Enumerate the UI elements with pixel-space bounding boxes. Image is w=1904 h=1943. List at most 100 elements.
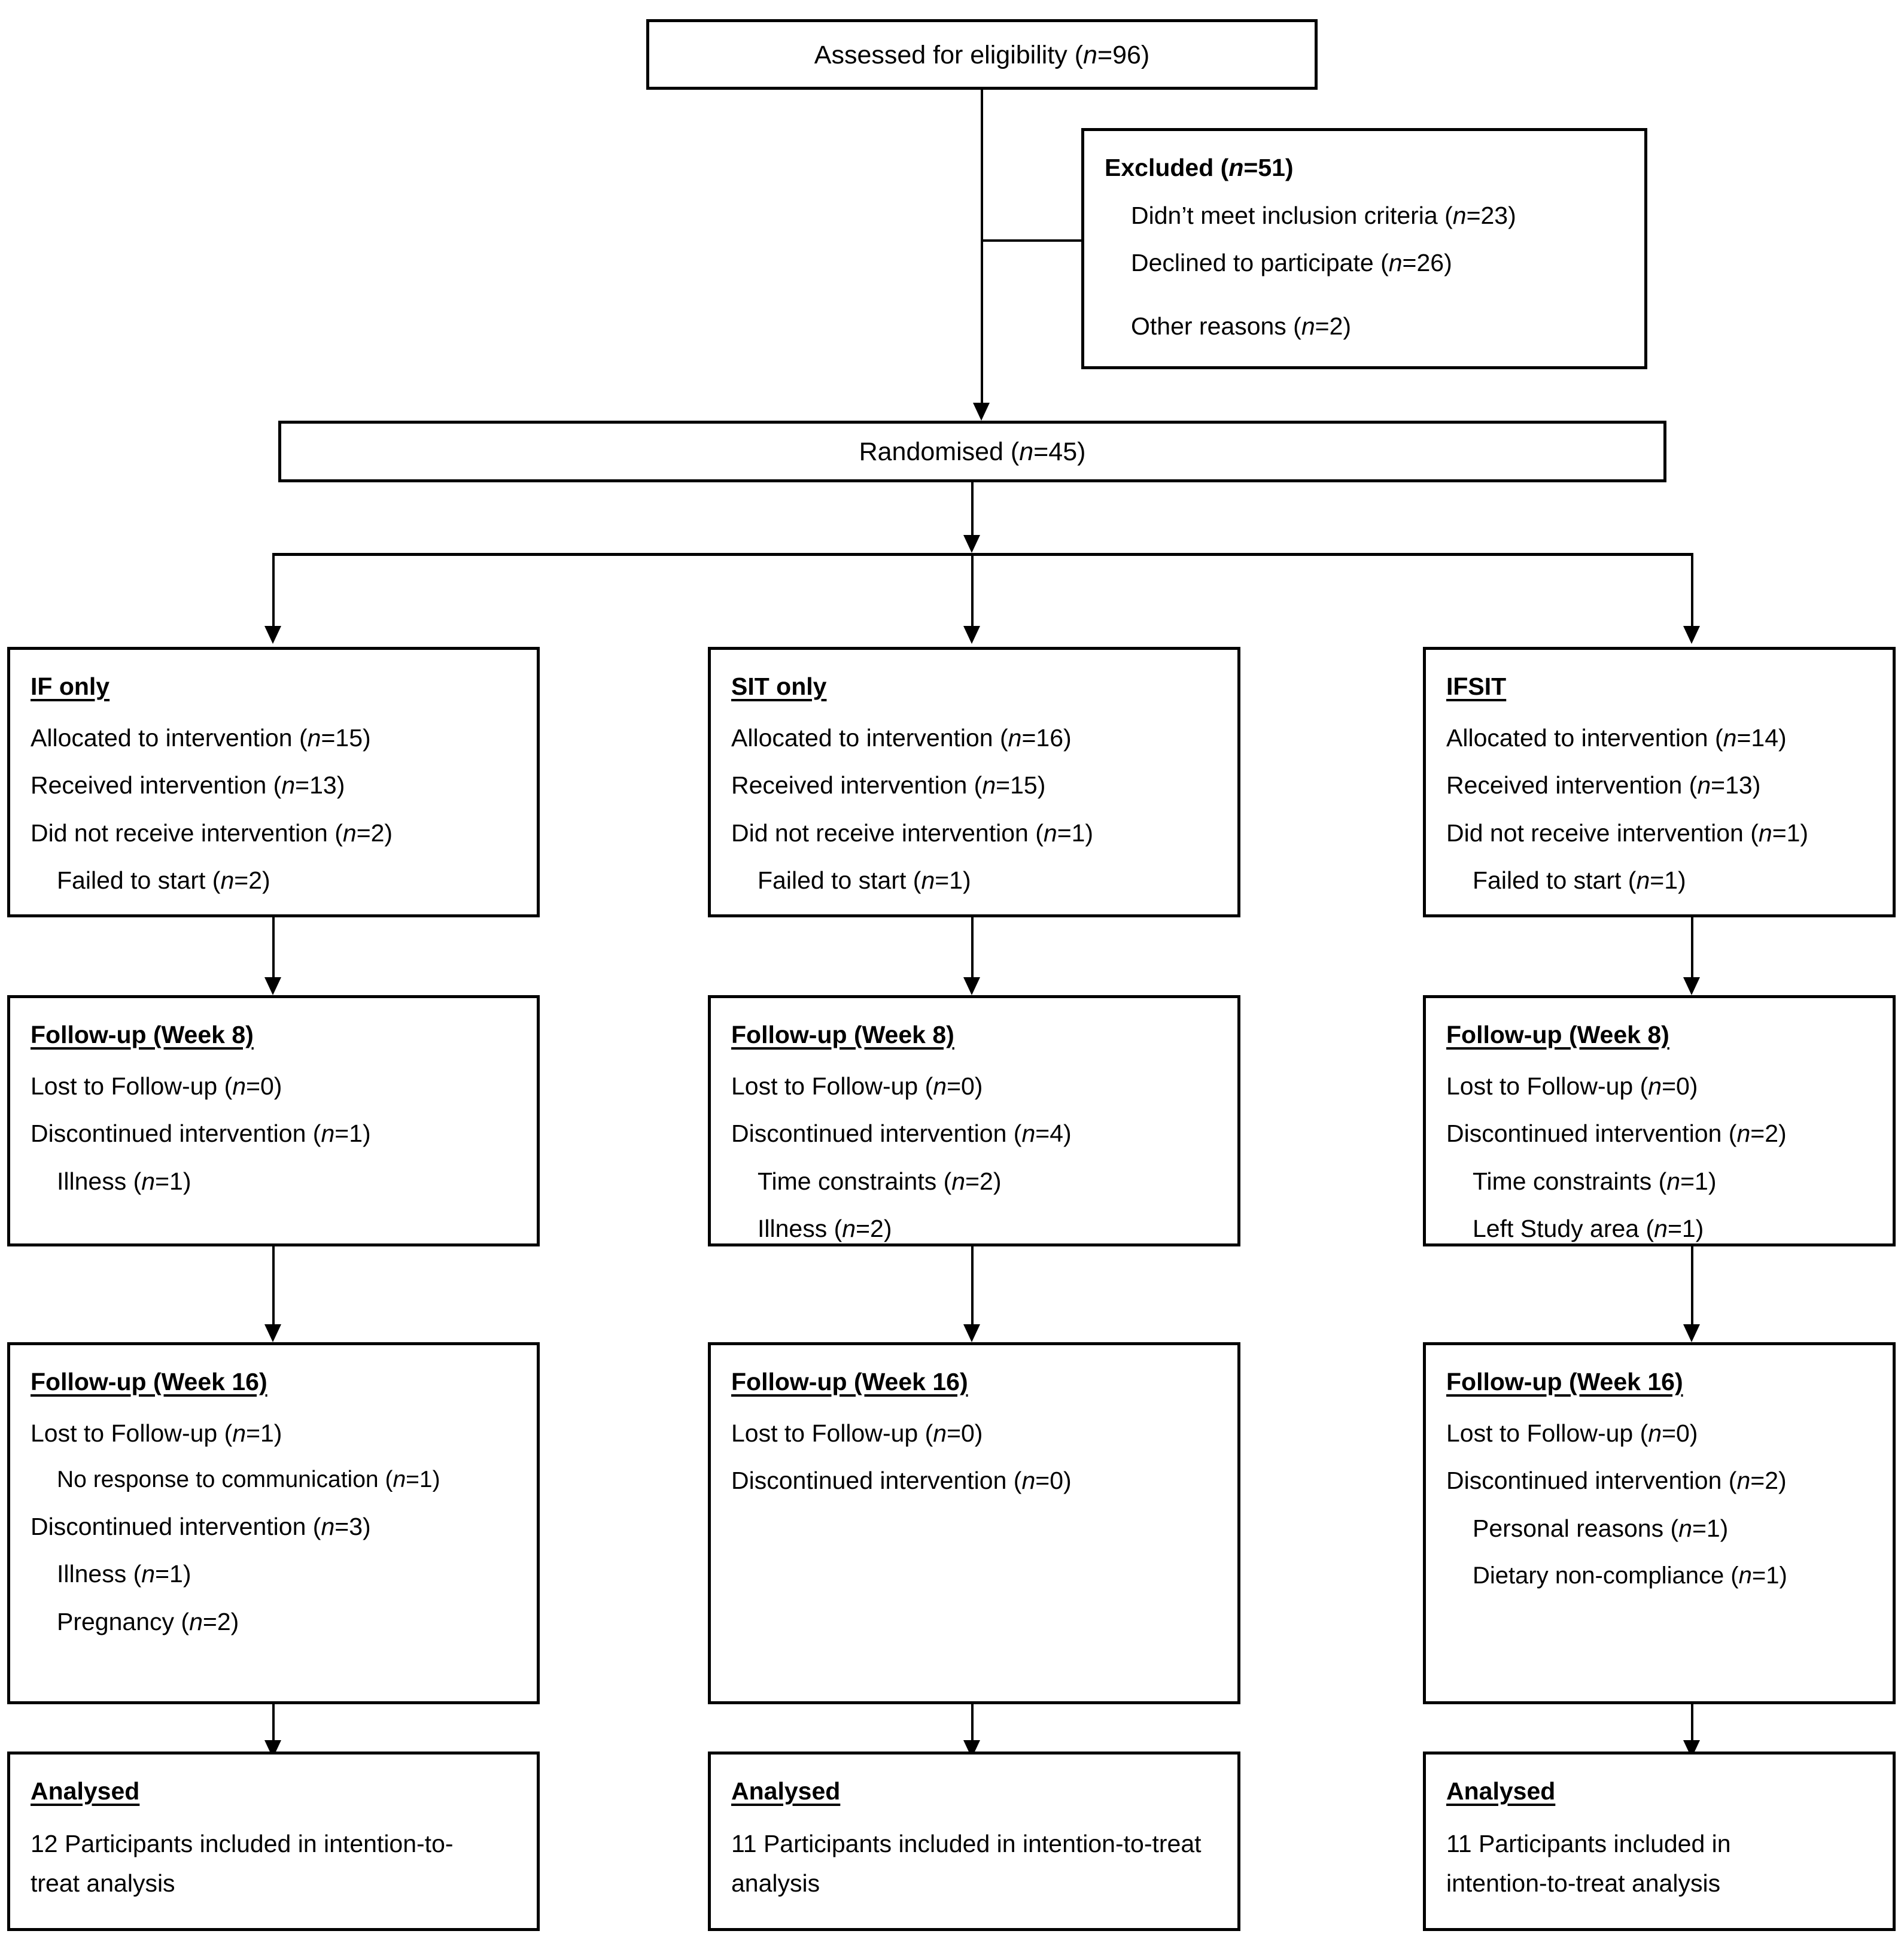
connector-arm3-alloc-to-week8 (1691, 917, 1693, 977)
arm-if-only-week16-box: Follow-up (Week 16) Lost to Follow-up (n… (7, 1342, 540, 1704)
arm-ifsit-week8-box: Follow-up (Week 8) Lost to Follow-up (n=… (1423, 995, 1896, 1246)
arm-if-only-week8-line-1: Discontinued intervention (n=1) (31, 1120, 371, 1148)
n-italic: n (141, 1167, 156, 1195)
arm-if-only-allocation-line-1: Received intervention (n=13) (31, 771, 345, 799)
arm-sit-only-week8-line-2: Time constraints (n=2) (758, 1167, 1002, 1195)
n-italic: n (321, 1120, 335, 1148)
arm-ifsit-analysed-box: Analysed 11 Participants included in int… (1423, 1752, 1896, 1931)
n-italic: n (189, 1607, 203, 1635)
arm-if-only-analysed-box: Analysed 12 Participants included in int… (7, 1752, 540, 1931)
arm-if-only-analysed-text: 12 Participants included in intention-to… (31, 1829, 454, 1897)
arrowhead-arm3-week8-to-week16 (1683, 1324, 1700, 1342)
arrowhead-branch-to-arm3 (1683, 626, 1700, 644)
allocation-branch-bar (272, 553, 1693, 556)
excluded-reason-2: Other reasons (n=2) (1131, 312, 1352, 340)
n-italic: n (933, 1419, 947, 1447)
n-italic: n (1736, 1467, 1751, 1495)
excluded-box: Excluded (n=51) Didn’t meet inclusion cr… (1081, 128, 1647, 369)
excluded-heading: Excluded (n=51) (1105, 154, 1294, 181)
arm-if-only-week16-line-2: Discontinued intervention (n=3) (31, 1512, 371, 1540)
connector-arm1-week8-to-week16 (272, 1246, 275, 1324)
n-italic: n (1452, 201, 1467, 229)
n-italic: n (1021, 1120, 1036, 1148)
connector-trunk-to-excluded (981, 239, 1081, 242)
arm-if-only-week16-line-1: No response to communication (n=1) (57, 1467, 440, 1493)
arm-if-only-week16-line-4: Pregnancy (n=2) (57, 1607, 239, 1635)
assessed-for-eligibility-box: Assessed for eligibility (n=96) (646, 19, 1318, 90)
assessed-for-eligibility-text: Assessed for eligibility (n=96) (814, 41, 1150, 69)
arm-ifsit-allocation-box: IFSIT Allocated to intervention (n=14) R… (1423, 647, 1896, 917)
arm-ifsit-week16-line-0: Lost to Follow-up (n=0) (1446, 1419, 1698, 1447)
randomised-text: Randomised (n=45) (859, 437, 1086, 466)
arrowhead-randomised-to-branchbar (963, 535, 980, 553)
arm-ifsit-allocation-heading: IFSIT (1446, 673, 1507, 700)
n-italic: n (1008, 723, 1022, 752)
arm-if-only-week16-line-0: Lost to Follow-up (n=1) (31, 1419, 282, 1447)
connector-randomised-down (971, 482, 974, 535)
arm-sit-only-week8-box: Follow-up (Week 8) Lost to Follow-up (n=… (708, 995, 1240, 1246)
n-italic: n (933, 1072, 947, 1100)
connector-arm2-alloc-to-week8 (971, 917, 974, 977)
n-italic: n (321, 1512, 335, 1540)
arm-sit-only-week8-line-1: Discontinued intervention (n=4) (731, 1120, 1072, 1148)
arm-if-only-allocation-heading: IF only (31, 673, 110, 700)
n-italic: n (141, 1560, 156, 1588)
connector-arm1-week16-to-analysed (272, 1704, 275, 1740)
n-italic: n (281, 771, 296, 799)
connector-arm2-week8-to-week16 (971, 1246, 974, 1324)
n-italic: n (1648, 1072, 1662, 1100)
arm-if-only-allocation-line-0: Allocated to intervention (n=15) (31, 723, 371, 752)
connector-branch-to-arm1 (272, 553, 275, 626)
arm-ifsit-week16-line-3: Dietary non-compliance (n=1) (1473, 1562, 1787, 1589)
n-italic: n (1738, 1562, 1752, 1589)
n-italic: n (1636, 866, 1650, 895)
n-italic: n (1678, 1514, 1692, 1542)
arm-sit-only-week16-heading: Follow-up (Week 16) (731, 1368, 968, 1395)
connector-branch-to-arm2 (971, 553, 974, 626)
arrowhead-branch-to-arm2 (963, 626, 980, 644)
arm-ifsit-week16-line-1: Discontinued intervention (n=2) (1446, 1467, 1787, 1495)
n-italic: n (342, 819, 357, 847)
arm-sit-only-week8-heading: Follow-up (Week 8) (731, 1021, 954, 1048)
n-italic: n (951, 1167, 966, 1195)
n-italic: n (1758, 819, 1772, 847)
arm-sit-only-analysed-heading: Analysed (731, 1777, 841, 1805)
n-italic: n (921, 866, 935, 895)
randomised-box: Randomised (n=45) (278, 421, 1666, 482)
arm-ifsit-week8-line-0: Lost to Follow-up (n=0) (1446, 1072, 1698, 1100)
n-italic: n (1666, 1167, 1681, 1195)
connector-assessed-to-randomised (981, 90, 983, 403)
arrowhead-arm1-week8-to-week16 (264, 1324, 281, 1342)
arm-sit-only-analysed-box: Analysed 11 Participants included in int… (708, 1752, 1240, 1931)
n-italic: n (1697, 771, 1711, 799)
arrowhead-arm1-alloc-to-week8 (264, 977, 281, 995)
n-italic: n (232, 1419, 247, 1447)
connector-arm3-week16-to-analysed (1691, 1704, 1693, 1740)
n-italic: n (1736, 1120, 1751, 1148)
arrowhead-assessed-to-randomised (973, 403, 990, 421)
arm-ifsit-analysed-heading: Analysed (1446, 1777, 1556, 1805)
arm-ifsit-allocation-line-2: Did not receive intervention (n=1) (1446, 819, 1809, 847)
arm-sit-only-allocation-line-3: Failed to start (n=1) (758, 866, 971, 895)
arm-sit-only-week8-line-0: Lost to Follow-up (n=0) (731, 1072, 983, 1100)
arm-sit-only-week8-line-3: Illness (n=2) (758, 1215, 892, 1243)
n-italic: n (1388, 249, 1403, 277)
connector-arm3-week8-to-week16 (1691, 1246, 1693, 1324)
n-italic: n (232, 1072, 247, 1100)
n-italic: n (1301, 312, 1315, 340)
arm-ifsit-week8-line-1: Discontinued intervention (n=2) (1446, 1120, 1787, 1148)
n-italic: n (1648, 1419, 1662, 1447)
arm-if-only-allocation-line-2: Did not receive intervention (n=2) (31, 819, 393, 847)
n-italic: n (1723, 723, 1737, 752)
n-italic: n (1228, 154, 1244, 181)
n-italic: n (220, 866, 235, 895)
connector-arm2-week16-to-analysed (971, 1704, 974, 1740)
n-italic: n (1043, 819, 1057, 847)
arm-if-only-week16-heading: Follow-up (Week 16) (31, 1368, 267, 1395)
n-italic: n (842, 1215, 856, 1243)
arm-ifsit-week16-heading: Follow-up (Week 16) (1446, 1368, 1683, 1395)
arrowhead-arm2-alloc-to-week8 (963, 977, 980, 995)
arm-if-only-allocation-line-3: Failed to start (n=2) (57, 866, 270, 895)
arm-if-only-analysed-heading: Analysed (31, 1777, 140, 1805)
